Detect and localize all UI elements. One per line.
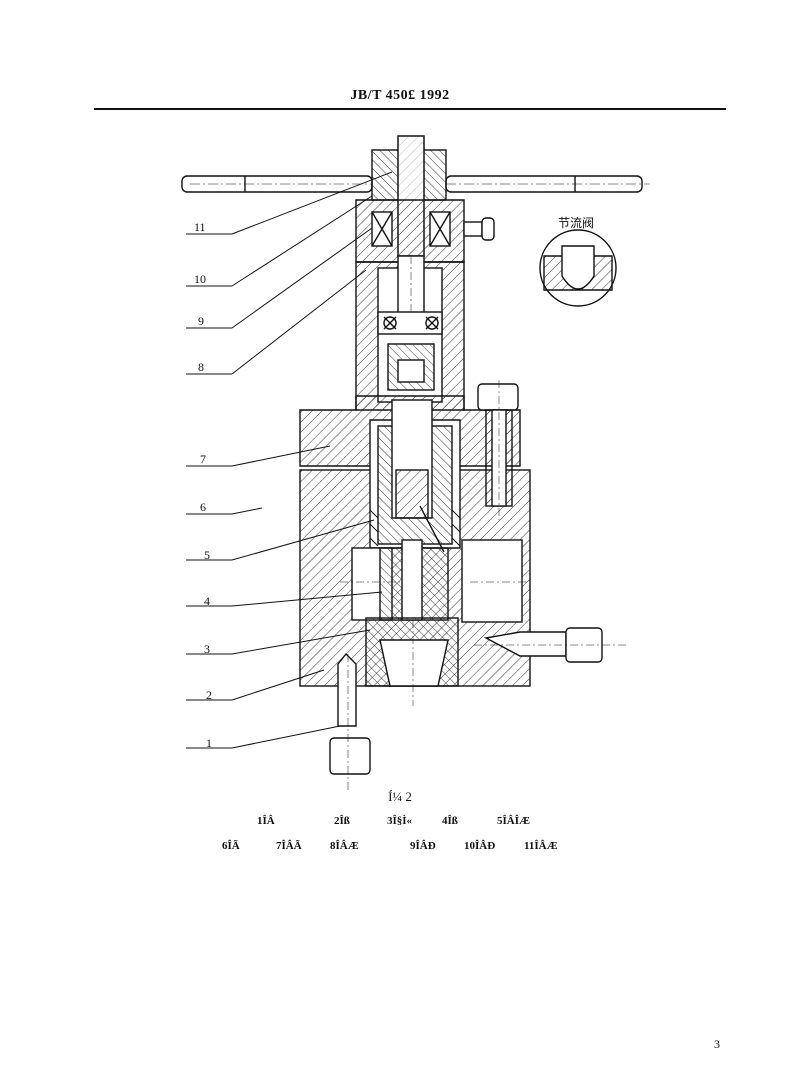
throttle-valve-detail [539, 229, 617, 307]
callout-10: 10 [194, 272, 206, 286]
page-number: 3 [714, 1037, 720, 1051]
callout-7: 7 [200, 452, 206, 466]
callout-3: 3 [204, 642, 210, 656]
callout-5: 5 [204, 548, 210, 562]
legend-item-11: 11ÎÂÆ [524, 840, 558, 852]
running-header: JB/T 450£ 1992 [350, 88, 450, 103]
legend-item-6: 6ÎÃ [222, 840, 240, 852]
callout-6: 6 [200, 500, 206, 514]
legend-item-10: 10ÎÂÐ [464, 840, 496, 852]
callout-8: 8 [198, 360, 204, 374]
callout-9: 9 [198, 314, 204, 328]
legend-item-4: 4Îß [442, 815, 458, 827]
header-rule [94, 108, 726, 110]
callout-11: 11 [194, 220, 206, 234]
legend-item-2: 2Îß [334, 815, 350, 827]
figure-caption: Í¼ 2 [388, 789, 412, 804]
legend-item-8: 8ÎÂÆ [330, 840, 359, 852]
detail-view-label: 节流阀 [558, 216, 595, 230]
callout-4: 4 [204, 594, 210, 608]
callout-1: 1 [206, 736, 212, 750]
callout-2: 2 [206, 688, 212, 702]
legend-item-1: 1ÎÂ [257, 815, 275, 827]
legend-item-7: 7ÎÂÃ [276, 840, 302, 852]
legend-item-9: 9ÎÂÐ [410, 840, 436, 852]
legend-item-5: 5ÎÂÎÆ [497, 815, 531, 827]
legend-item-3: 3Î§Ì« [387, 815, 413, 827]
handwheel-bar [181, 175, 650, 193]
